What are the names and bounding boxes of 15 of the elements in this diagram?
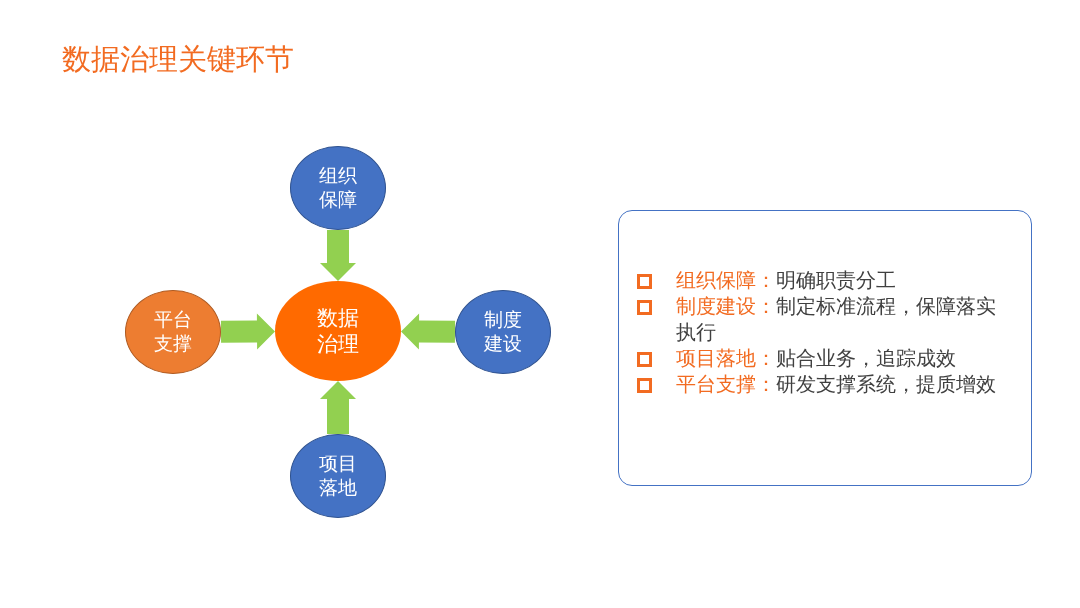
slide-title: 数据治理关键环节 (62, 42, 294, 77)
ellipse-node: 组织保障 (290, 146, 386, 230)
list-item-text: 平台支撑：研发支撑系统，提质增效 (676, 372, 997, 397)
ellipse-node: 平台支撑 (125, 290, 221, 374)
rounded-panel (618, 210, 1032, 486)
block-arrow (401, 313, 456, 350)
block-arrow (220, 313, 275, 350)
list-item-text: 组织保障：明确职责分工 (676, 268, 897, 293)
ellipse-node: 制度建设 (455, 290, 551, 374)
list-item-text: 项目落地：贴合业务，追踪成效 (676, 346, 957, 371)
center-ellipse: 数据治理 (275, 281, 401, 381)
block-arrow (320, 381, 356, 434)
list-item-text: 制度建设：制定标准流程，保障落实执行 (676, 294, 997, 345)
ellipse-node: 项目落地 (290, 434, 386, 518)
block-arrow (320, 230, 356, 281)
